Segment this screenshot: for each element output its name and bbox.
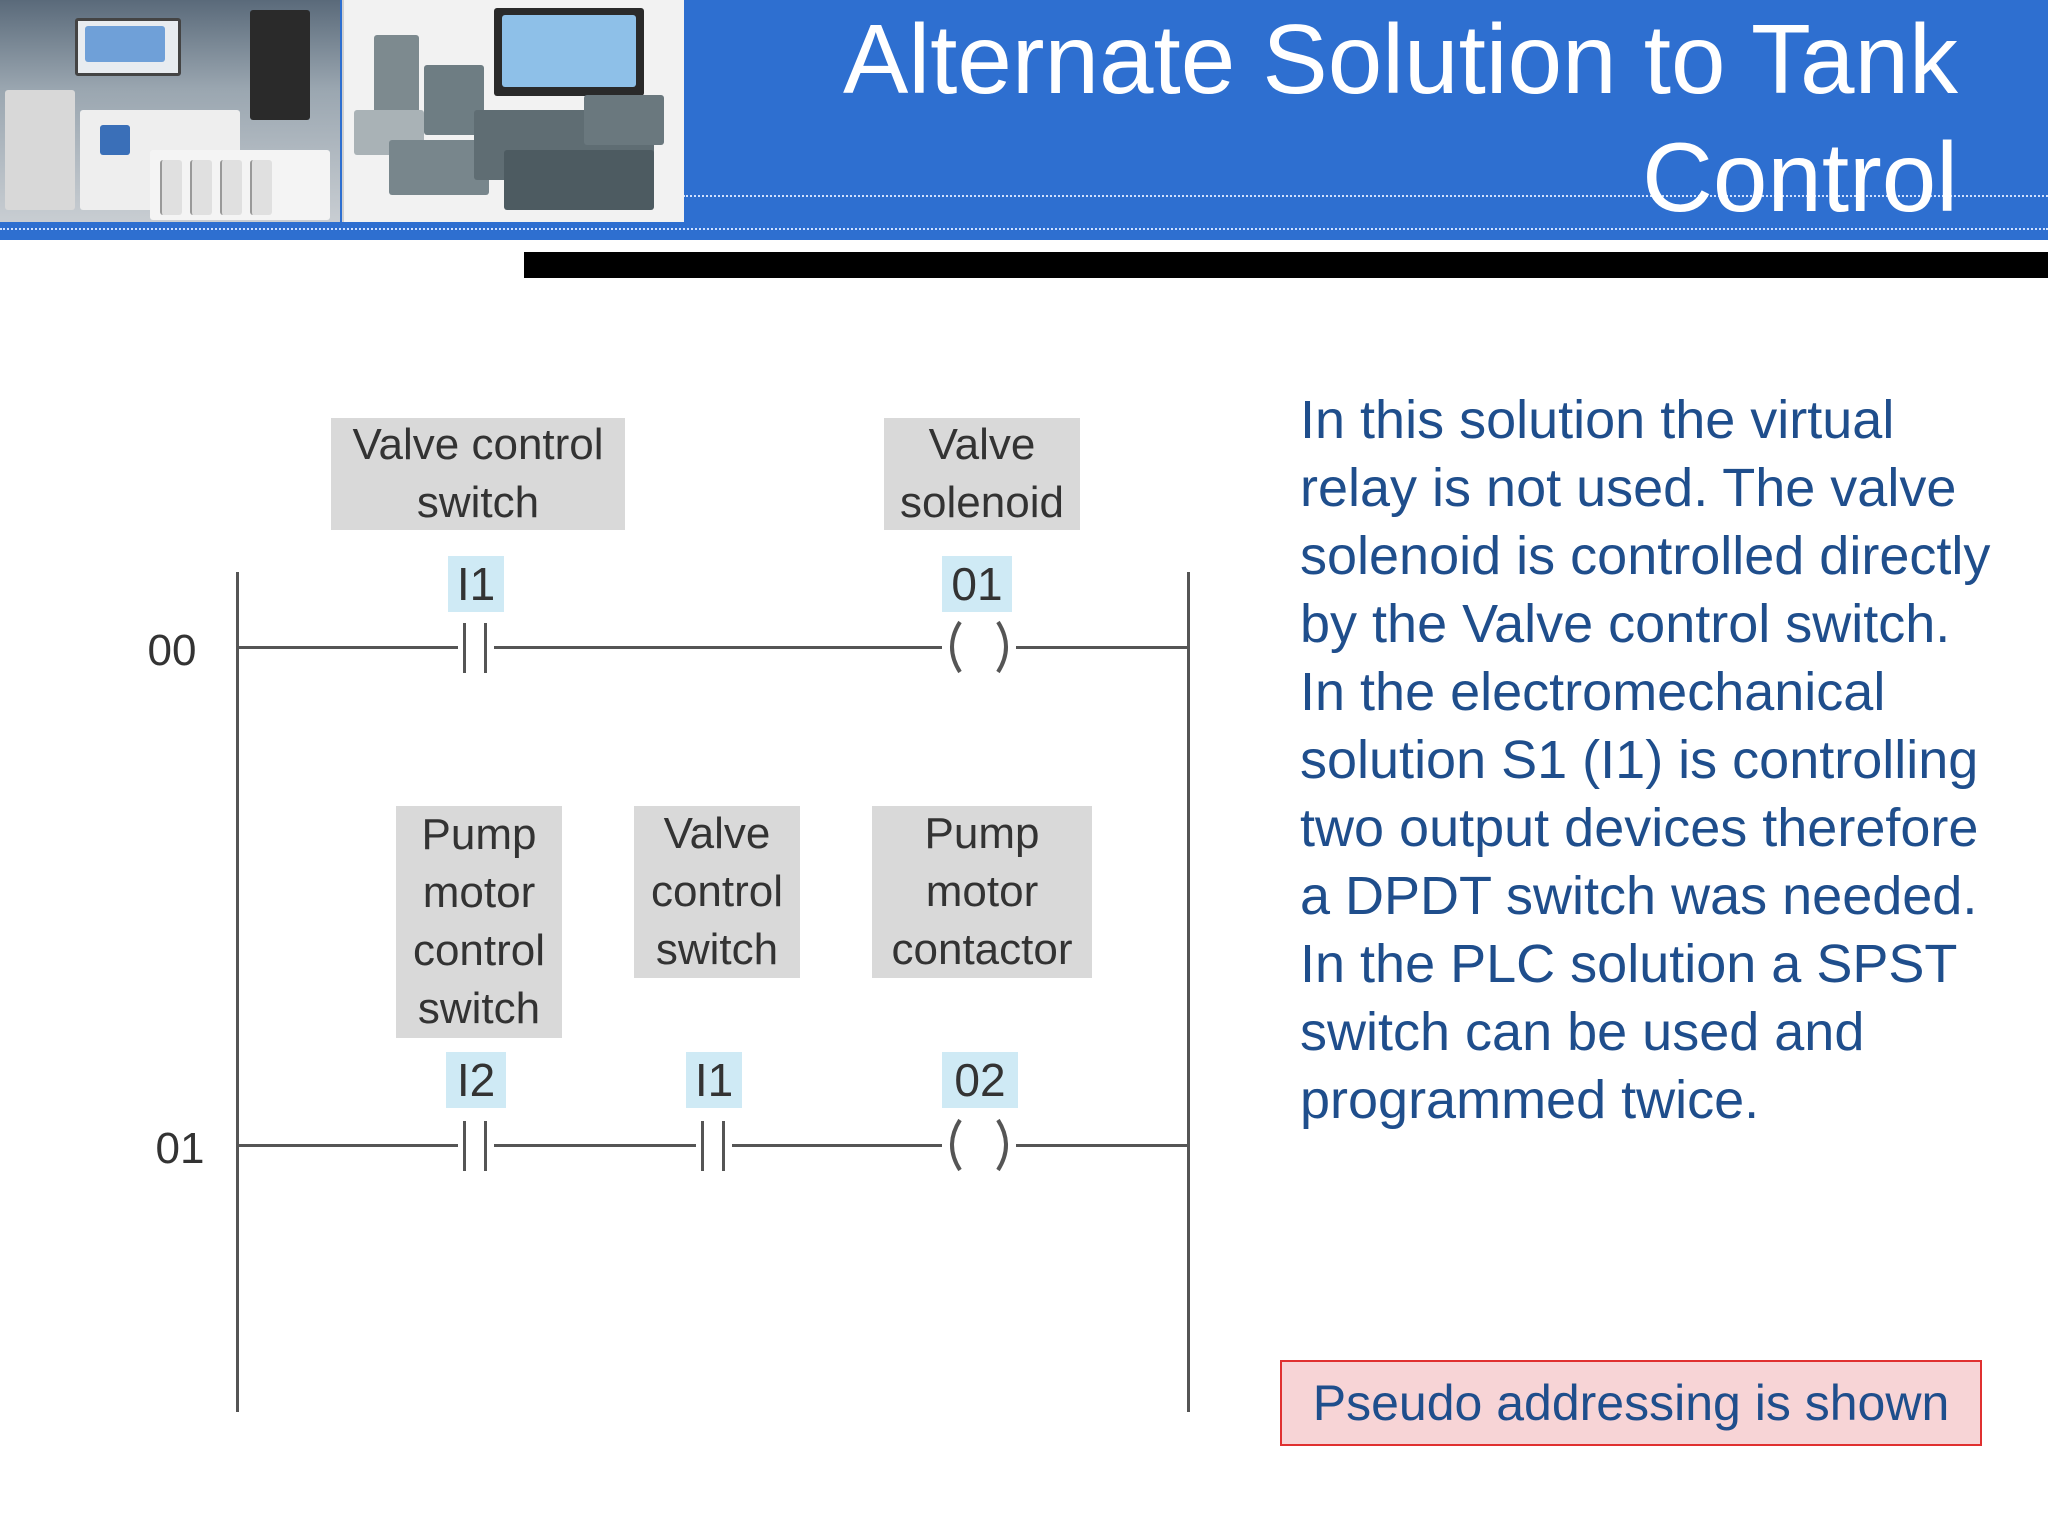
slide-header: Alternate Solution to Tank Control — [0, 0, 2048, 278]
slide-title: Alternate Solution to Tank Control — [842, 4, 1958, 232]
header-band — [0, 0, 2048, 240]
ladder-diagram: 00 Valve control switch I1 Valve solenoi… — [0, 380, 1230, 1420]
left-power-rail — [236, 572, 239, 1412]
header-dotted-line — [683, 195, 2048, 197]
right-power-rail — [1187, 572, 1190, 1412]
output-coil-icon — [942, 612, 1016, 682]
plc-equipment-photo-left — [0, 0, 340, 222]
normally-open-contact-icon — [458, 623, 494, 673]
coil-address: 01 — [942, 556, 1012, 612]
rung-number: 00 — [147, 626, 197, 675]
coil-address: 02 — [942, 1052, 1018, 1108]
rung-number: 01 — [155, 1124, 205, 1173]
contact-address: I1 — [686, 1052, 742, 1108]
contact-label: Pump motor control switch — [396, 806, 562, 1038]
contact-address: I2 — [446, 1052, 506, 1108]
coil-label: Valve solenoid — [884, 418, 1080, 530]
normally-open-contact-icon — [458, 1121, 494, 1171]
normally-open-contact-icon — [696, 1121, 732, 1171]
description-text: In this solution the virtual relay is no… — [1300, 390, 1991, 1130]
header-dotted-line-lower — [0, 228, 2048, 230]
pseudo-addressing-note: Pseudo addressing is shown — [1280, 1360, 1982, 1446]
coil-label: Pump motor contactor — [872, 806, 1092, 978]
plc-equipment-photo-right — [342, 0, 684, 222]
output-coil-icon — [942, 1110, 1016, 1180]
header-white-strip — [0, 252, 524, 278]
contact-address: I1 — [448, 556, 504, 612]
contact-label: Valve control switch — [331, 418, 625, 530]
contact-label: Valve control switch — [634, 806, 800, 978]
header-black-bar — [524, 252, 2048, 278]
rung-wire — [238, 646, 1188, 649]
